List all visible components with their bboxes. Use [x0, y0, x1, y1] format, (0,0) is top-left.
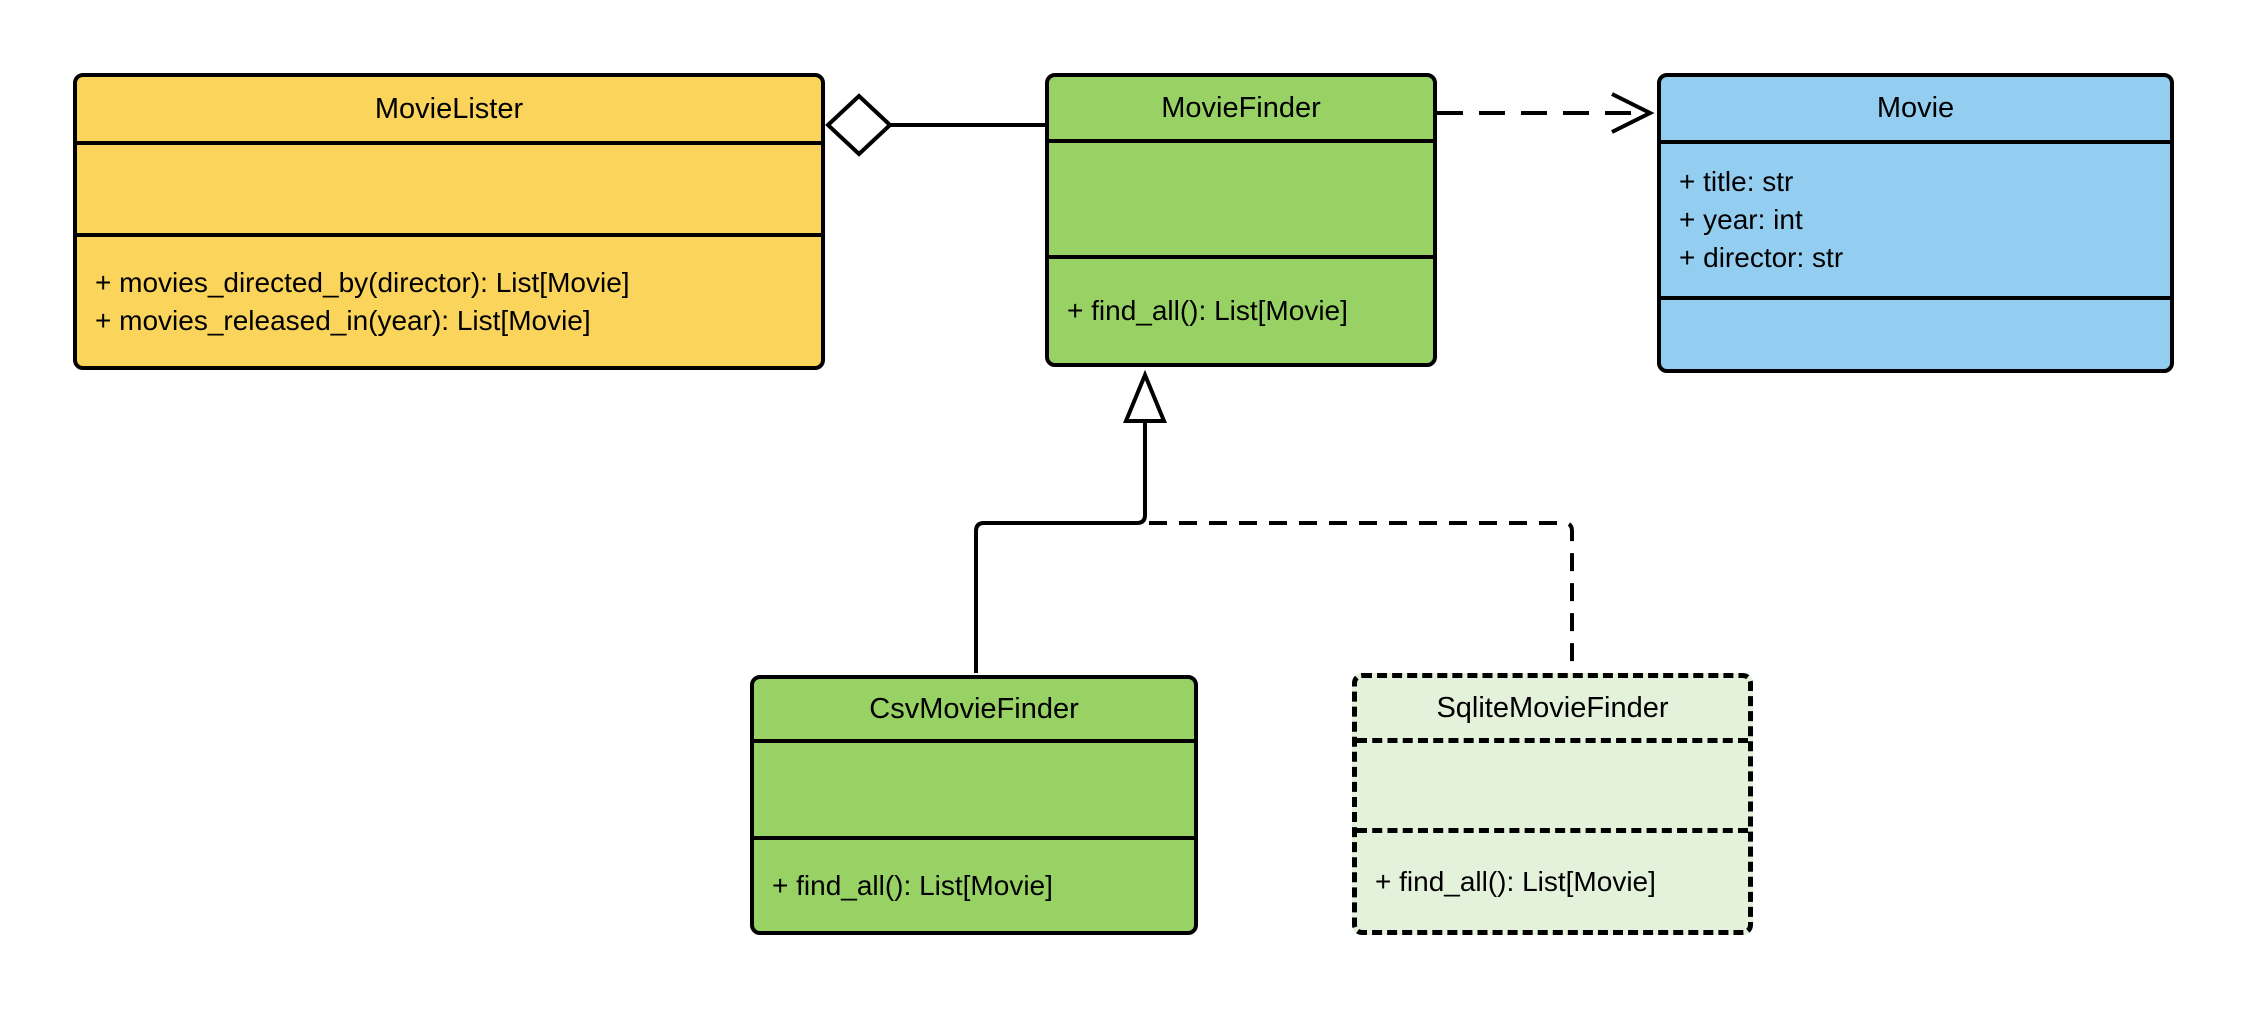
class-node-csvmoviefinder[interactable]: CsvMovieFinder + find_all(): List[Movie] [750, 675, 1198, 935]
attribute-label: + director: str [1679, 242, 1844, 273]
attributes-compartment [77, 145, 821, 237]
class-title-bar: CsvMovieFinder [754, 679, 1194, 743]
attributes-compartment [1357, 743, 1748, 833]
attributes-compartment [754, 743, 1194, 840]
class-node-movielister[interactable]: MovieLister + movies_directed_by(directo… [73, 73, 825, 370]
aggregation-diamond-icon[interactable] [825, 93, 893, 157]
method-label: + find_all(): List[Movie] [772, 869, 1053, 901]
methods-compartment [1661, 300, 2170, 369]
class-name-label: MovieFinder [1161, 91, 1321, 124]
class-name-label: Movie [1876, 92, 1955, 124]
method-label: + movies_released_in(year): List[Movie] [95, 304, 591, 336]
generalization-triangle-icon[interactable] [1123, 369, 1167, 423]
methods-compartment: + find_all(): List[Movie] [1049, 259, 1433, 363]
class-name-label: CsvMovieFinder [869, 692, 1079, 725]
class-title-bar: MovieFinder [1049, 77, 1433, 143]
class-node-sqlitemoviefinder[interactable]: SqliteMovieFinder + find_all(): List[Mov… [1352, 673, 1753, 935]
methods-compartment: + movies_directed_by(director): List[Mov… [77, 237, 821, 366]
class-title-bar: MovieLister [77, 77, 821, 145]
class-name-label: MovieLister [374, 92, 524, 125]
class-title-bar: SqliteMovieFinder [1357, 678, 1748, 743]
method-label: + movies_directed_by(director): List[Mov… [95, 266, 630, 298]
method-label: + find_all(): List[Movie] [1375, 865, 1656, 897]
class-node-moviefinder[interactable]: MovieFinder + find_all(): List[Movie] [1045, 73, 1437, 367]
class-name-label: SqliteMovieFinder [1436, 691, 1669, 724]
attribute-label: + year: int [1679, 204, 1803, 235]
methods-compartment: + find_all(): List[Movie] [754, 840, 1194, 931]
class-title-bar: Movie [1661, 77, 2170, 144]
attributes-compartment [1049, 143, 1433, 259]
dependency-open-arrowhead-icon[interactable] [1611, 92, 1655, 134]
method-label: + find_all(): List[Movie] [1067, 295, 1348, 326]
relationship-generalization-csv-line[interactable] [974, 421, 1147, 673]
class-node-movie[interactable]: Movie + title: str + year: int + directo… [1657, 73, 2174, 373]
attribute-label: + title: str [1679, 166, 1794, 197]
attributes-compartment: + title: str + year: int + director: str [1661, 144, 2170, 300]
methods-compartment: + find_all(): List[Movie] [1357, 833, 1748, 930]
relationship-generalization-sqlite-line[interactable] [1149, 521, 1574, 671]
